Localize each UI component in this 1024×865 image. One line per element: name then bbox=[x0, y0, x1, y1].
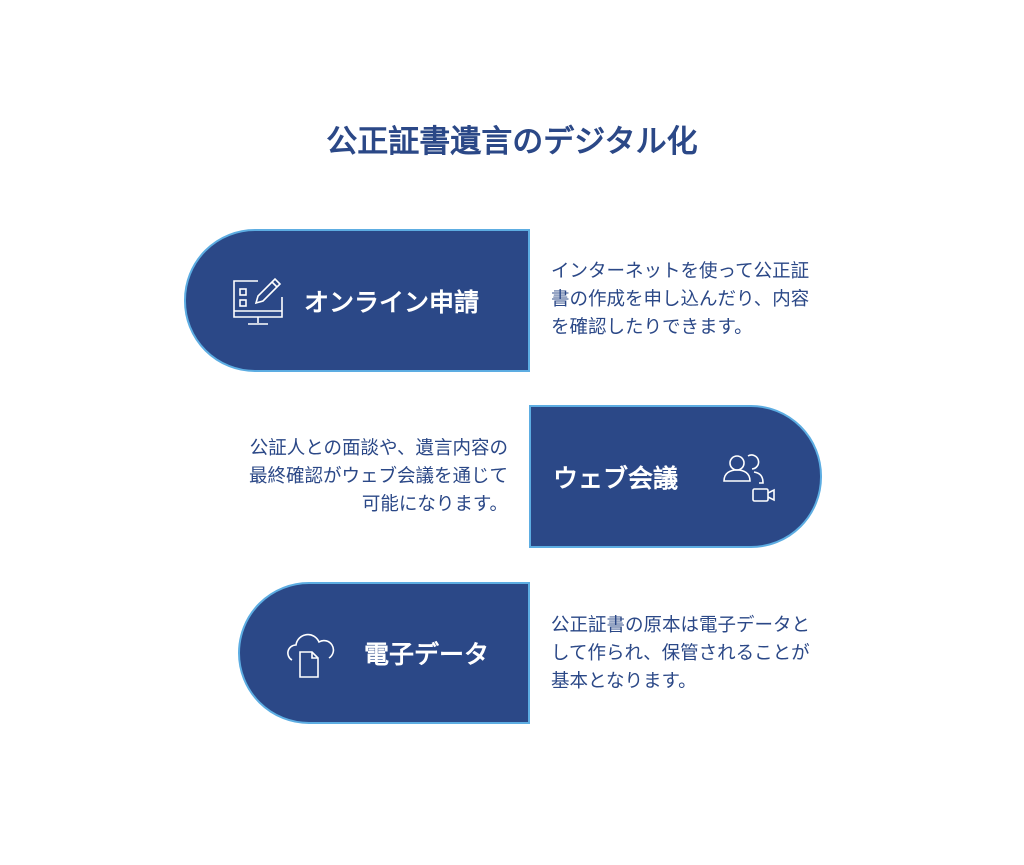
description-line: して作られ、保管されることが bbox=[551, 643, 810, 664]
step-web-meeting: ウェブ会議 bbox=[529, 405, 822, 548]
description-line: を確認したりできます。 bbox=[551, 317, 753, 338]
step-label: ウェブ会議 bbox=[553, 463, 679, 493]
monitor-edit-icon bbox=[233, 277, 283, 325]
page-title: 公正証書遺言のデジタル化 bbox=[326, 124, 698, 160]
step-label: 電子データ bbox=[364, 640, 490, 669]
description-line: 公証人との面談や、遺言内容の bbox=[249, 438, 508, 459]
description-line: 公正証書の原本は電子データと bbox=[551, 615, 811, 636]
description-line: 可能になります。 bbox=[361, 494, 508, 515]
description-line: 最終確認がウェブ会議を通じて bbox=[248, 466, 508, 487]
step-online-application: オンライン申請 bbox=[184, 229, 530, 372]
step-description: インターネットを使って公正証 書の作成を申し込んだり、内容 を確認したりできます… bbox=[551, 258, 809, 342]
description-line: 基本となります。 bbox=[551, 671, 697, 692]
cloud-document-icon bbox=[287, 633, 335, 678]
video-meeting-icon bbox=[723, 454, 775, 502]
description-line: インターネットを使って公正証 bbox=[551, 261, 810, 282]
description-line: 書の作成を申し込んだり、内容 bbox=[551, 289, 810, 310]
step-electronic-data: 電子データ bbox=[238, 582, 530, 724]
step-description: 公証人との面談や、遺言内容の 最終確認がウェブ会議を通じて 可能になります。 bbox=[190, 435, 508, 519]
step-label: オンライン申請 bbox=[304, 287, 480, 317]
step-description: 公正証書の原本は電子データと して作られ、保管されることが 基本となります。 bbox=[551, 612, 810, 696]
